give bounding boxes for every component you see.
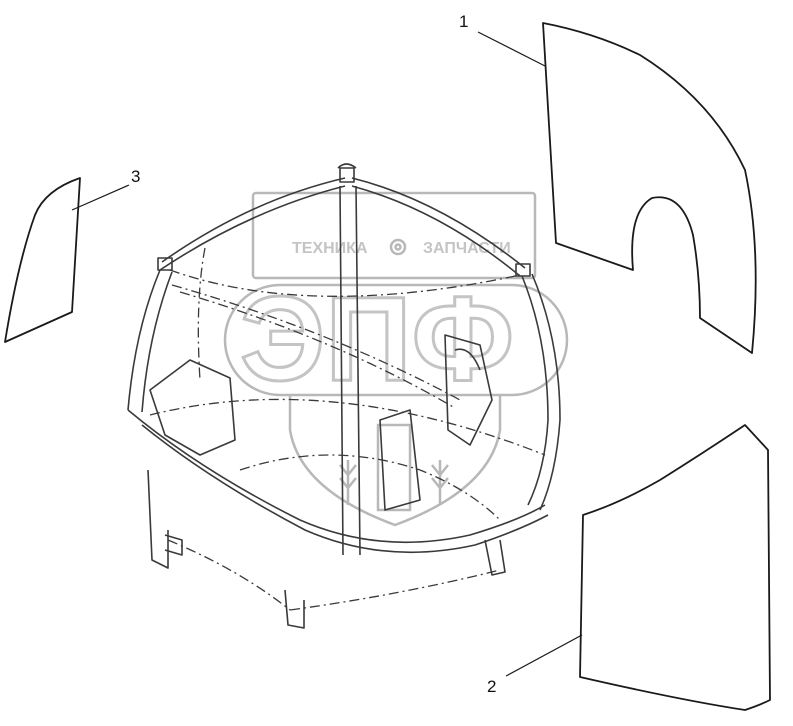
roof-right-beam — [351, 177, 526, 277]
top-corner-post — [337, 163, 357, 183]
right-corner-post — [515, 263, 531, 277]
watermark: ТЕХНИКА ЗАПЧАСТИ ЭПФ — [223, 191, 569, 527]
leader-line-2 — [505, 634, 583, 677]
roof-front-beam — [159, 177, 346, 271]
watermark-right-text: ЗАПЧАСТИ — [423, 240, 511, 257]
watermark-shield — [288, 395, 502, 527]
callout-label-2: 2 — [487, 677, 496, 696]
base-front-leg — [284, 589, 305, 629]
glass-part-2 — [579, 424, 771, 711]
glass-part-1 — [542, 22, 757, 354]
center-pillar — [339, 185, 361, 556]
gear-icon — [389, 238, 407, 256]
roof-diagonal-brace — [171, 284, 461, 409]
floor-panel — [239, 454, 501, 521]
front-left-pillar — [127, 269, 173, 413]
callout-1: 1 — [459, 12, 546, 67]
cab-floor — [127, 409, 549, 554]
watermark-logo-letters: ЭПФ — [240, 272, 514, 406]
callout-label-1: 1 — [459, 12, 468, 31]
center-console — [379, 409, 421, 511]
cab-frame — [127, 163, 561, 629]
left-corner-post — [157, 257, 173, 271]
rear-left-pillar — [197, 247, 206, 381]
base-right-leg — [484, 539, 506, 576]
left-console — [149, 359, 236, 456]
watermark-wheat — [339, 423, 449, 512]
watermark-banner — [251, 191, 537, 280]
leader-line-3 — [71, 184, 130, 211]
watermark-emblem-pill — [223, 283, 569, 397]
roof-rear-beam — [169, 269, 521, 297]
callout-3: 3 — [71, 167, 140, 211]
glass-part-3 — [4, 177, 81, 343]
base-bottom-rail — [167, 539, 501, 611]
watermark-left-text: ТЕХНИКА — [292, 240, 368, 257]
callout-label-3: 3 — [131, 167, 140, 186]
floor-rear-edge — [149, 398, 546, 456]
base-left-leg — [147, 469, 183, 569]
right-pillar — [521, 273, 561, 511]
rear-window-bracket — [444, 334, 493, 446]
callout-2: 2 — [487, 634, 583, 696]
leader-line-1 — [477, 31, 546, 67]
